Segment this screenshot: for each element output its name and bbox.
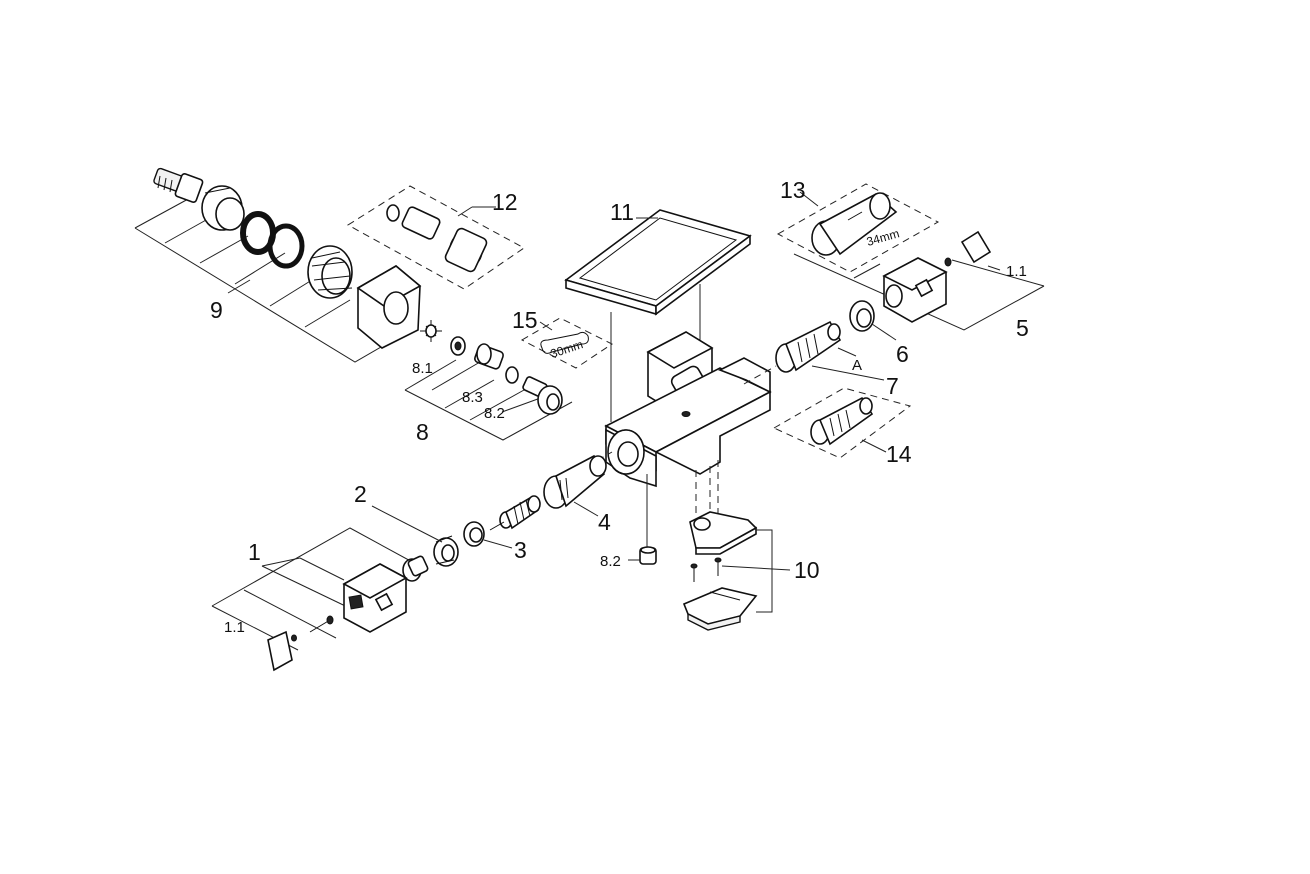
label-15: 15 [512, 307, 538, 333]
group-13-dashed-box [776, 183, 940, 273]
main-body [604, 331, 772, 488]
part-14-cartridge [810, 396, 874, 446]
label-6: 6 [896, 341, 909, 367]
part-1-adapter [402, 555, 429, 582]
label-9: 9 [210, 297, 223, 323]
group-15-wrench-box [520, 317, 613, 369]
part-11-tray [564, 209, 752, 422]
part-10-screws [690, 557, 722, 582]
part-9-square-rosette [356, 265, 422, 349]
label-5: 5 [1016, 315, 1029, 341]
part-3-thermo-cartridge [489, 495, 541, 531]
label-7: 7 [886, 373, 899, 399]
part-2-nut [371, 505, 459, 567]
label-8-3: 8.3 [462, 389, 483, 406]
part-5-handle [882, 257, 948, 323]
part-9-oring-2 [267, 223, 305, 269]
label-1-1-left: 1.1 [224, 619, 245, 636]
part-8-3-oring [505, 366, 519, 384]
part-1-handle [342, 563, 408, 633]
label-1-1-right: 1.1 [1006, 263, 1027, 280]
part-10-bracket [689, 511, 758, 555]
part-1-1-cap-left [267, 630, 297, 672]
part-6-ring [849, 300, 897, 341]
label-1: 1 [248, 539, 261, 565]
label-11: 11 [610, 199, 634, 225]
part-7-cartridge [775, 320, 842, 373]
label-8-2-upper: 8.2 [484, 405, 505, 422]
label-3: 3 [514, 537, 527, 563]
part-8-2-lower-cap [628, 546, 657, 565]
part-8-1-washer [450, 336, 466, 356]
part-1-1-cap-right [944, 230, 992, 267]
label-12: 12 [492, 189, 518, 215]
part-4-cartridge [543, 454, 607, 517]
part-10-spout [682, 587, 758, 631]
part-9-threaded-adapter [153, 167, 204, 203]
label-8-2-lower: 8.2 [600, 553, 621, 570]
part-8-centre-star [420, 320, 442, 342]
part-13-cartridge [811, 192, 898, 256]
label-wrench-30mm: 30mm [549, 337, 585, 361]
group-14-dashed-box [772, 387, 912, 459]
label-8: 8 [416, 419, 429, 445]
part-1-screw [309, 615, 334, 633]
label-13: 13 [780, 177, 806, 203]
label-2: 2 [354, 481, 367, 507]
part-3-oring [463, 521, 513, 549]
group-10-leader [721, 529, 791, 613]
group-7-leader [811, 347, 885, 381]
label-4: 4 [598, 509, 611, 535]
part-12-cartridge [386, 204, 488, 273]
label-10: 10 [794, 557, 820, 583]
part-9-nut [307, 245, 353, 299]
label-8-1: 8.1 [412, 360, 433, 377]
part-8-nut [537, 385, 563, 415]
part-8-spindle [474, 343, 504, 370]
label-7-a: A [852, 357, 862, 374]
group-12-dashed-box [347, 185, 525, 290]
part-9-sleeve [201, 185, 245, 231]
label-14: 14 [886, 441, 912, 467]
